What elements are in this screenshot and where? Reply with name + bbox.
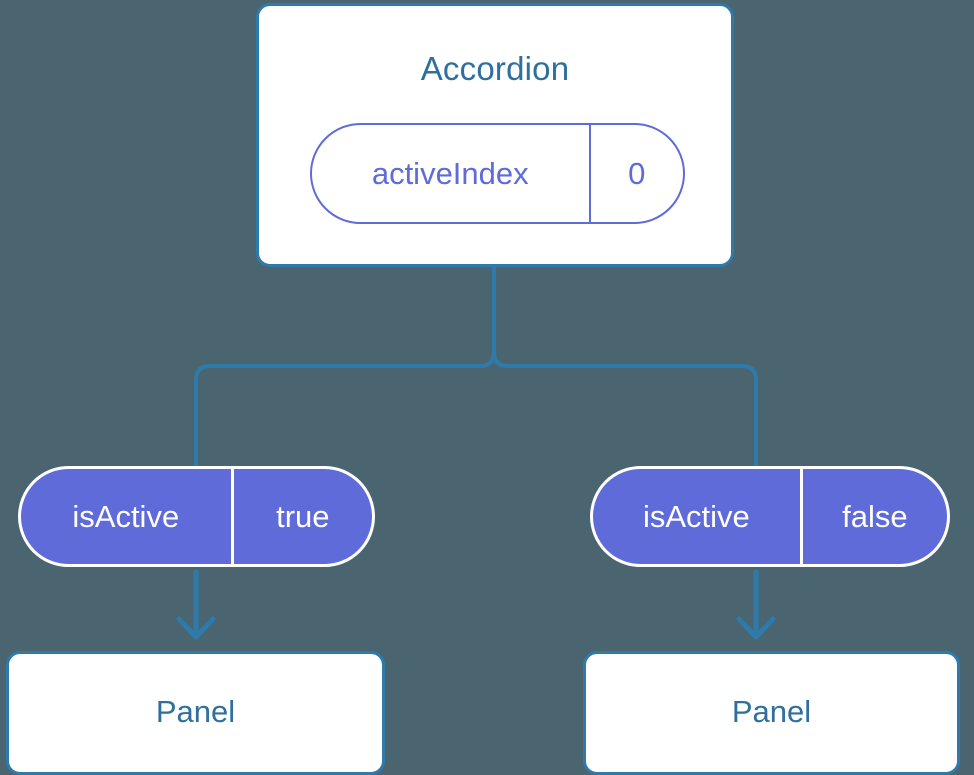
state-pill-active-index[interactable]: activeIndex 0 xyxy=(310,123,685,224)
state-pill-key: activeIndex xyxy=(312,125,591,222)
tree-branch-connector-right xyxy=(492,264,758,468)
panel-title: Panel xyxy=(155,693,236,729)
accordion-title: Accordion xyxy=(420,50,570,87)
prop-pill-key: isActive xyxy=(593,469,803,564)
state-pill-value: 0 xyxy=(628,156,646,191)
prop-pill-value: false xyxy=(842,499,908,534)
tree-branch-connector xyxy=(194,264,496,468)
panel-title: Panel xyxy=(731,693,812,729)
prop-pill-value: true xyxy=(276,499,330,534)
prop-pill-is-active-true[interactable]: isActive true xyxy=(18,466,375,567)
panel-component-card-left[interactable]: Panel xyxy=(6,651,385,775)
prop-pill-is-active-false[interactable]: isActive false xyxy=(590,466,950,567)
panel-component-card-right[interactable]: Panel xyxy=(583,651,960,775)
prop-pill-key: isActive xyxy=(21,469,234,564)
arrow-right xyxy=(736,569,776,640)
accordion-component-card[interactable]: Accordion activeIndex 0 xyxy=(256,3,734,267)
arrow-left xyxy=(176,569,216,640)
